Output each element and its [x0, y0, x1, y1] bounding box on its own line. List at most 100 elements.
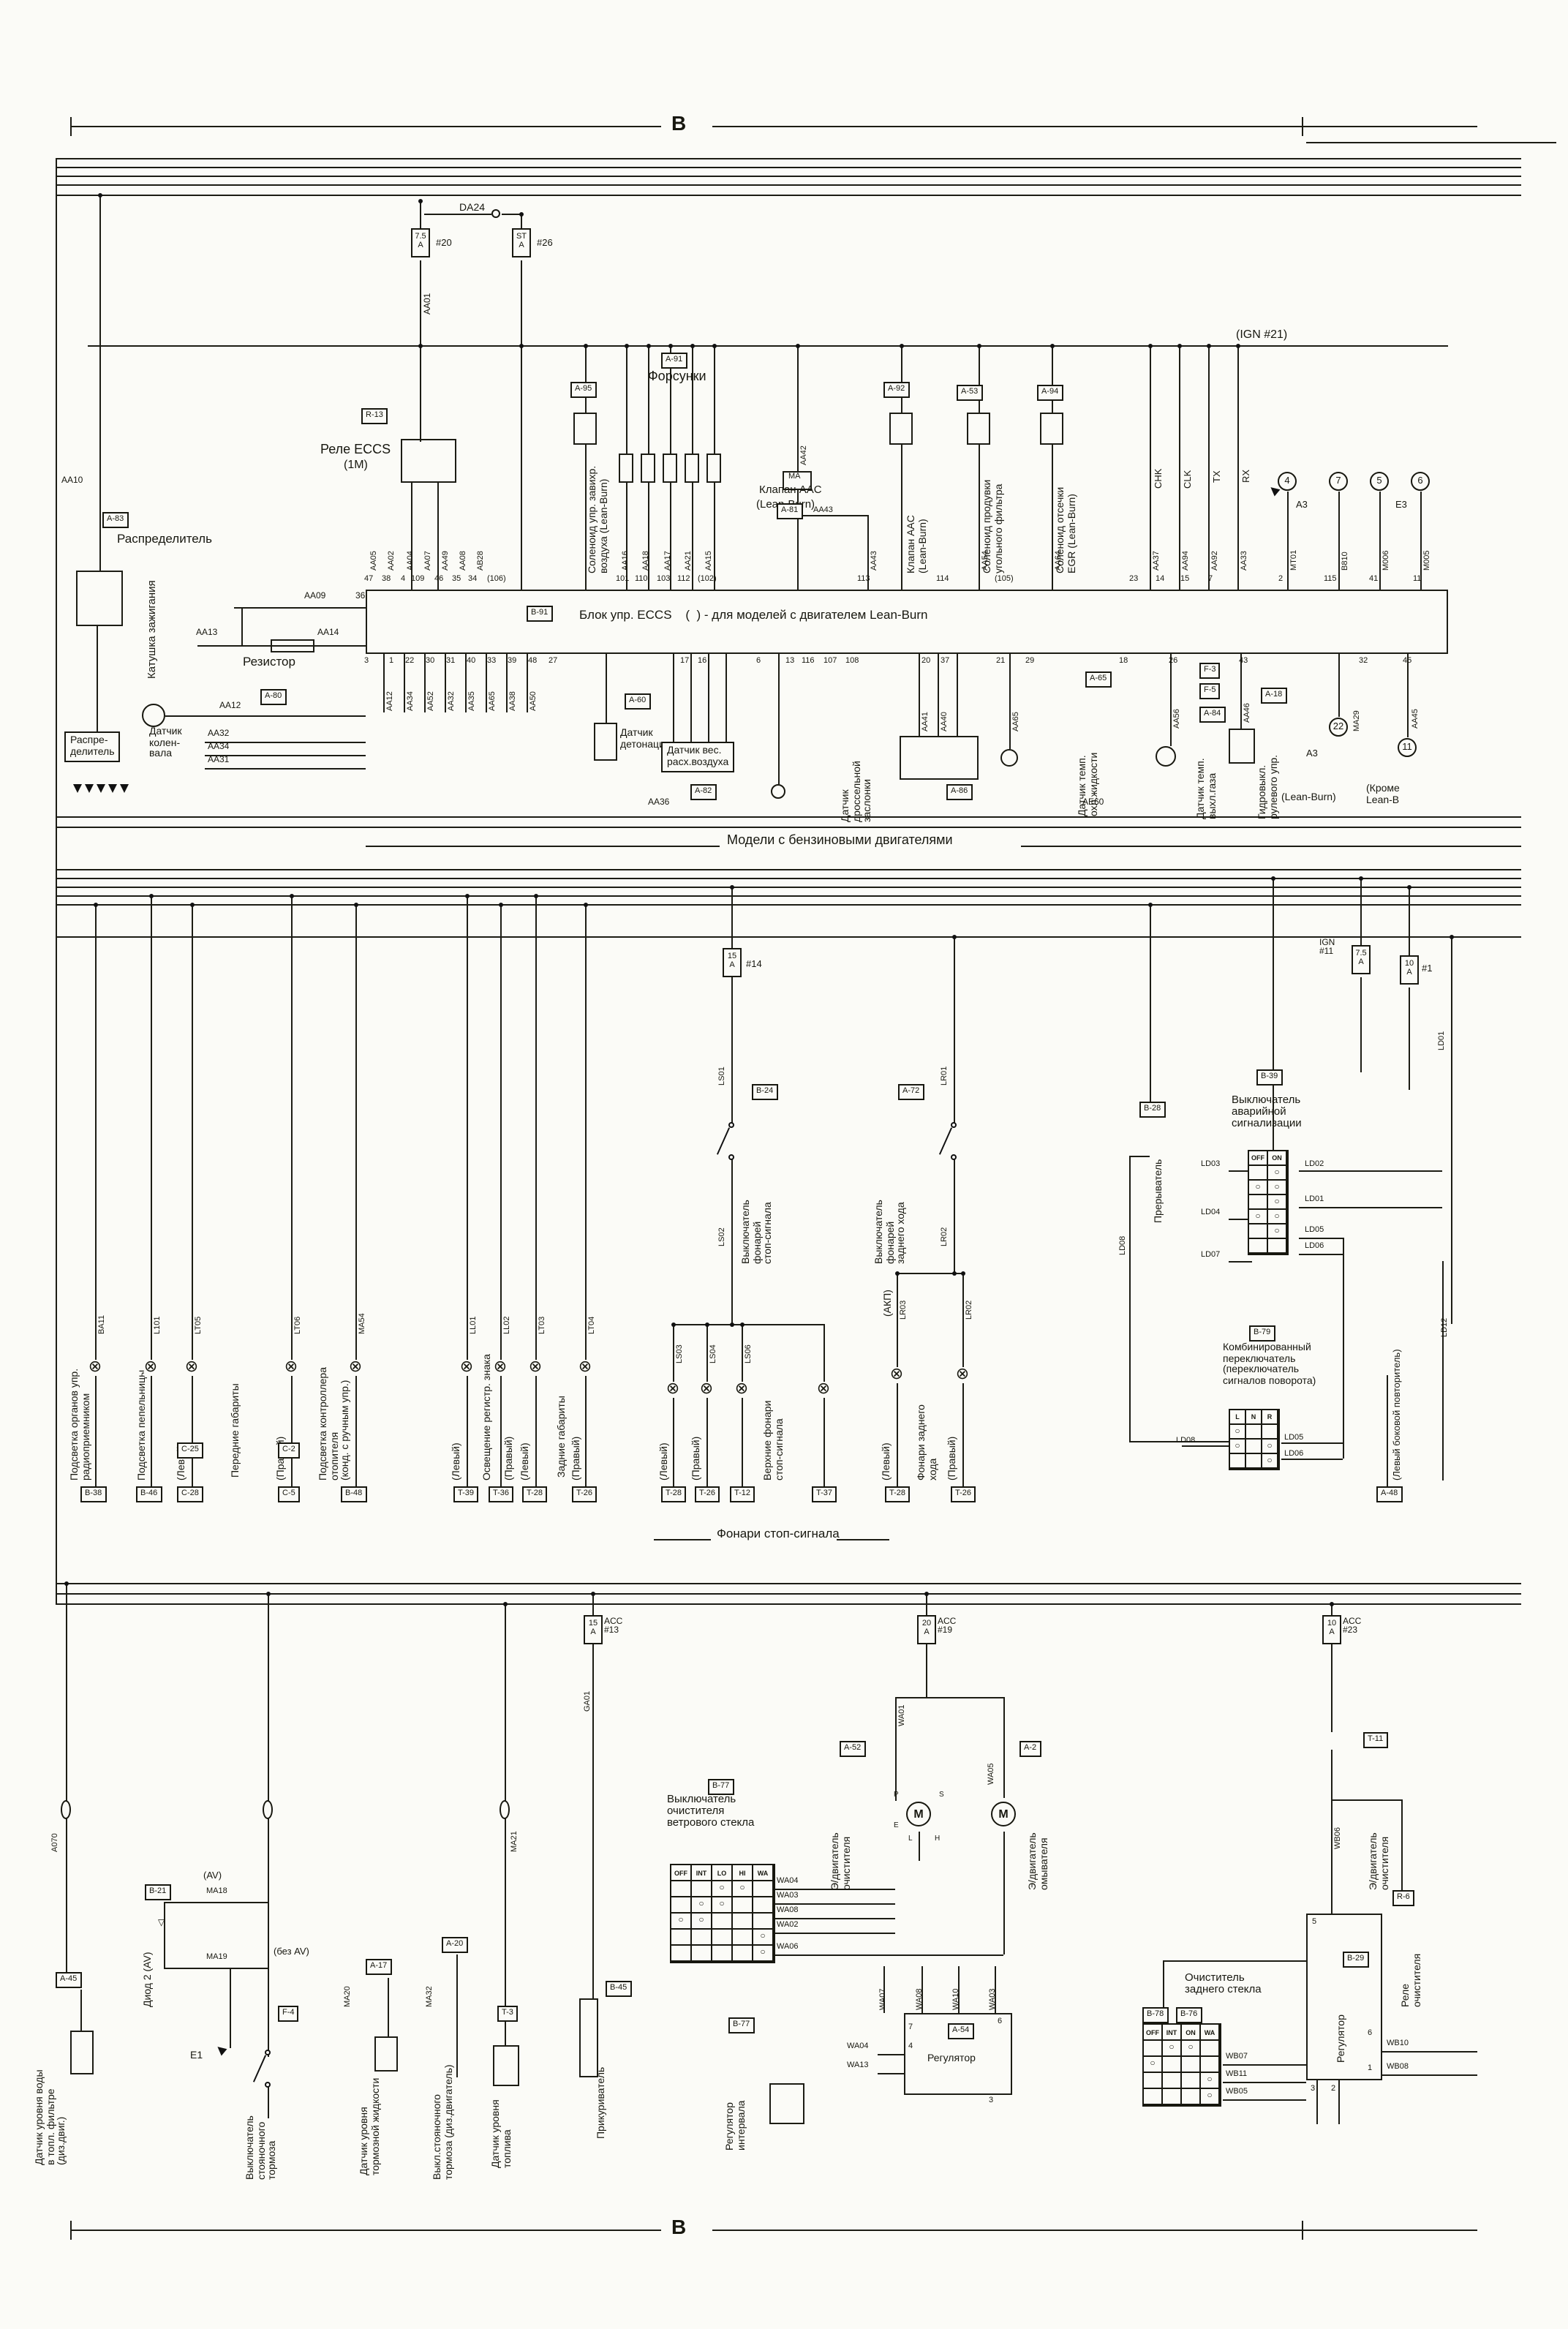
wire-label: Подсветка контроллера отопителя (конд. с…	[319, 1366, 352, 1480]
wire-vline	[486, 654, 487, 712]
wire-vline	[926, 1593, 927, 1615]
lamp-icon: ⊗	[816, 1380, 831, 1398]
table-header-cell: WA	[1201, 2025, 1220, 2041]
wire-hline	[205, 742, 366, 743]
text-label: P	[894, 1791, 899, 1799]
junction-dot	[1449, 934, 1453, 938]
wire-label: LR01	[941, 1066, 949, 1086]
wire-vline	[404, 654, 405, 712]
connector-code-box: T-26	[695, 1486, 720, 1502]
wire-vline	[592, 1644, 594, 1998]
wire-vline	[1409, 887, 1410, 955]
junction-dot	[418, 198, 422, 203]
pin-number: 112	[677, 575, 690, 584]
table-header-cell: LO	[712, 1865, 733, 1881]
table-cell: ○	[692, 1897, 712, 1914]
wire-hline	[88, 345, 1448, 347]
pin-number: 15	[1180, 575, 1190, 584]
junction-dot	[894, 1271, 899, 1275]
text-label: ▽	[158, 1919, 165, 1928]
connector-code-box: C-2	[278, 1442, 300, 1458]
fuse-unit: A	[1358, 958, 1364, 967]
wire-hline	[56, 184, 1521, 186]
pin-number: 3	[364, 657, 369, 666]
wire-label: Датчик темп. охл.жидкости	[1078, 752, 1100, 816]
pin-number: 31	[446, 657, 456, 666]
contact-dot	[728, 1154, 734, 1160]
pin-number: 46	[434, 575, 444, 584]
wire-label: WB06	[1334, 1827, 1343, 1849]
fuse-amp: 10	[1327, 1619, 1337, 1629]
connector-code-box: B-21	[145, 1884, 171, 1900]
text-label: LD02	[1305, 1160, 1324, 1169]
table-cell: ○	[1262, 1440, 1278, 1454]
wire-label: L101	[154, 1316, 162, 1335]
junction-dot	[1147, 902, 1152, 906]
wire-hline	[712, 2230, 1477, 2231]
wire-label: Соленоид упр. завихр. воздуха (Lean-Burn…	[588, 465, 610, 573]
text-label: Выключатель аварийной сигнализации	[1232, 1093, 1302, 1130]
wire-vline	[938, 654, 939, 736]
wire-vline	[648, 345, 649, 454]
circled-connector-number: 11	[1398, 738, 1417, 757]
wire-vline	[592, 1593, 594, 1615]
table-cell: ○	[753, 1930, 774, 1946]
component-box	[904, 2013, 1012, 2095]
table-cell: ○	[1268, 1195, 1287, 1210]
wire-label: WA01	[898, 1704, 907, 1726]
wire-vline	[895, 1697, 897, 1801]
junction-dot	[951, 1271, 956, 1275]
connector-code-box: T-36	[489, 1486, 514, 1502]
connector-code-box: A-82	[690, 784, 717, 799]
wire-hline	[1129, 1156, 1150, 1157]
wire-label: Прикуриватель	[597, 2066, 607, 2139]
component-box	[641, 454, 655, 483]
wire-vline	[778, 654, 780, 784]
wire-hline	[1299, 1170, 1442, 1172]
pin-number: 26	[1169, 657, 1178, 666]
connector-code-box: T-26	[572, 1486, 598, 1502]
connector-code-box: B-48	[341, 1486, 367, 1502]
wire-label: Катушка зажигания	[145, 580, 158, 679]
connector-code-box: A-91	[661, 353, 687, 368]
text-label: WA06	[777, 1943, 799, 1952]
wire-label: AA43	[870, 551, 879, 571]
motor-icon: M	[906, 1802, 931, 1826]
lamp-icon: ⊗	[528, 1358, 543, 1376]
pin-number: (106)	[487, 575, 506, 584]
connector-code-box: B-77	[728, 2017, 755, 2033]
wire-hline	[56, 816, 1521, 818]
wire-vline	[164, 1902, 165, 1968]
wire-vline	[1170, 654, 1172, 746]
junction-dot	[729, 884, 734, 889]
wire-vline	[420, 260, 421, 442]
wire-vline	[527, 654, 528, 712]
pin-number: 2	[1278, 575, 1284, 584]
wire-label: Датчик уровня воды в топл. фильтре (диз.…	[35, 2069, 68, 2165]
wire-hline	[205, 755, 366, 756]
wire-label: WA08	[916, 1988, 924, 2010]
wire-label: CHK	[1154, 468, 1164, 489]
component-box	[783, 471, 812, 490]
wire-label: LS02	[718, 1227, 727, 1246]
lamp-icon: ⊗	[955, 1366, 970, 1383]
wire-label: AA21	[685, 551, 693, 571]
table-cell: ○	[1262, 1454, 1278, 1469]
text-label: AA10	[61, 477, 83, 486]
wire-vline	[692, 483, 693, 590]
pin-number: 101	[616, 575, 630, 584]
text-label: Фонари стоп-сигнала	[717, 1526, 840, 1540]
text-label: LD05	[1284, 1434, 1304, 1442]
junction-dot	[668, 343, 672, 347]
connector-code-box: A-52	[840, 1741, 866, 1756]
component-box	[900, 736, 979, 780]
wire-hline	[56, 869, 1521, 870]
wire-label: AA42	[800, 445, 809, 465]
table-header-cell: L	[1230, 1410, 1246, 1425]
connector-code-box: A-84	[1199, 707, 1226, 722]
wire-label: LT05	[195, 1316, 203, 1334]
wire-vline	[411, 483, 412, 590]
wire-vline	[291, 1459, 293, 1486]
pin-number: 29	[1025, 657, 1035, 666]
